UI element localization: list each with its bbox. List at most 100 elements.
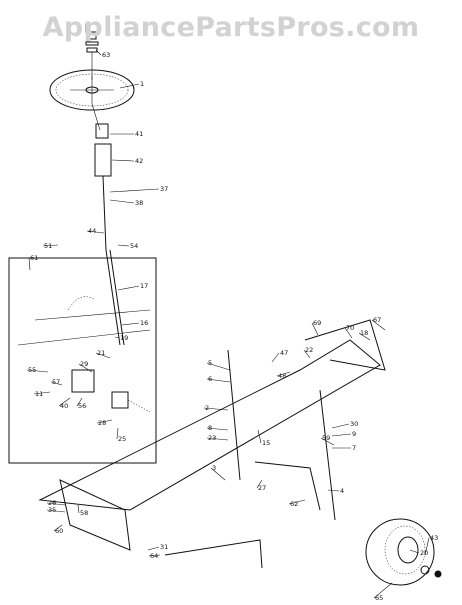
axle-bracket (304, 319, 386, 371)
wheel-nut (87, 33, 97, 40)
leader-11 (33, 391, 51, 395)
leader-44 (86, 230, 105, 234)
callout-18: 18 (360, 329, 368, 337)
leader-42 (111, 159, 135, 162)
leader-9 (331, 433, 352, 437)
leader-18 (358, 332, 371, 341)
callout-60: 60 (55, 527, 63, 535)
drag-link (254, 461, 321, 511)
callout-2: 2 (205, 404, 209, 412)
leader-43 (424, 537, 430, 556)
leader-61 (28, 257, 31, 271)
leader-58 (77, 504, 80, 514)
callout-9: 9 (352, 430, 356, 438)
callout-3: 3 (212, 464, 216, 472)
axle-nut (434, 570, 442, 578)
callout-59: 59 (322, 434, 330, 442)
callout-44: 44 (88, 227, 96, 235)
callout-7: 7 (352, 444, 356, 452)
steering-wheel-hub (85, 86, 99, 94)
leader-65 (373, 582, 393, 599)
callout-22: 22 (305, 346, 313, 354)
callout-43: 43 (430, 534, 438, 542)
callout-1: 1 (140, 80, 144, 88)
callout-55: 55 (28, 366, 36, 374)
wheel-spacer (86, 47, 98, 53)
leader-25 (116, 427, 119, 440)
leader-23 (206, 437, 229, 441)
callout-47: 47 (280, 349, 288, 357)
callout-15: 15 (262, 439, 270, 447)
callout-51: 51 (44, 242, 52, 250)
callout-19: 19 (120, 334, 128, 342)
column-link (91, 103, 101, 131)
callout-70: 70 (346, 324, 354, 332)
callout-42: 42 (135, 157, 143, 165)
leader-4 (327, 489, 340, 492)
leader-67 (371, 319, 386, 331)
leader-37 (109, 188, 160, 193)
callout-26: 26 (48, 499, 56, 507)
leader-6 (206, 378, 231, 383)
callout-61: 61 (30, 254, 38, 262)
leader-3 (210, 467, 226, 481)
leader-15 (257, 429, 262, 444)
callout-38: 38 (135, 199, 143, 207)
leader-28 (96, 419, 113, 424)
callout-21: 21 (97, 349, 105, 357)
leader-1 (119, 83, 140, 89)
leader-5 (206, 362, 231, 371)
callout-41: 41 (135, 130, 143, 138)
callout-27: 27 (258, 484, 266, 492)
callout-58: 58 (80, 509, 88, 517)
leader-19 (114, 336, 120, 339)
wheel-cap (85, 23, 99, 33)
callout-30: 30 (350, 420, 358, 428)
callout-57: 57 (52, 378, 60, 386)
inset-detail-box (8, 257, 157, 464)
leader-20 (409, 549, 420, 554)
steering-gear-block (71, 369, 95, 393)
leader-38 (109, 199, 135, 204)
sector-gear (67, 296, 96, 311)
leader-48 (276, 371, 291, 377)
leader-26 (46, 502, 66, 506)
callout-40: 40 (60, 402, 68, 410)
mount-plate (111, 391, 129, 409)
callout-65: 65 (375, 594, 383, 600)
leader-40 (58, 397, 71, 407)
steering-wheel-spokes (70, 76, 114, 104)
wheel-washer (85, 41, 99, 46)
leader-31 (147, 546, 160, 551)
leader-51 (42, 244, 59, 247)
leader-63 (95, 49, 102, 56)
leader-29 (78, 363, 93, 373)
lower-drag-rod (164, 539, 263, 569)
leader-2 (203, 407, 229, 411)
callout-67: 67 (373, 316, 381, 324)
callout-48: 48 (278, 372, 286, 380)
hub-cap (420, 565, 430, 575)
leader-55 (26, 369, 49, 373)
leader-69 (311, 322, 319, 336)
leader-21 (95, 352, 111, 359)
leader-47 (271, 352, 280, 363)
front-tire (365, 518, 435, 586)
leader-17 (117, 285, 140, 291)
callout-35: 35 (48, 506, 56, 514)
leader-54 (117, 244, 130, 247)
steering-shaft-upper (102, 175, 107, 251)
callout-62: 62 (290, 500, 298, 508)
callout-5: 5 (208, 359, 212, 367)
callout-16: 16 (140, 319, 148, 327)
callout-leaders (26, 49, 430, 599)
column-adapter (95, 123, 109, 139)
callout-37: 37 (160, 185, 168, 193)
callout-54: 54 (130, 242, 138, 250)
front-axle-frame (38, 339, 381, 511)
callout-6: 6 (208, 375, 212, 383)
leader-16 (121, 322, 140, 326)
